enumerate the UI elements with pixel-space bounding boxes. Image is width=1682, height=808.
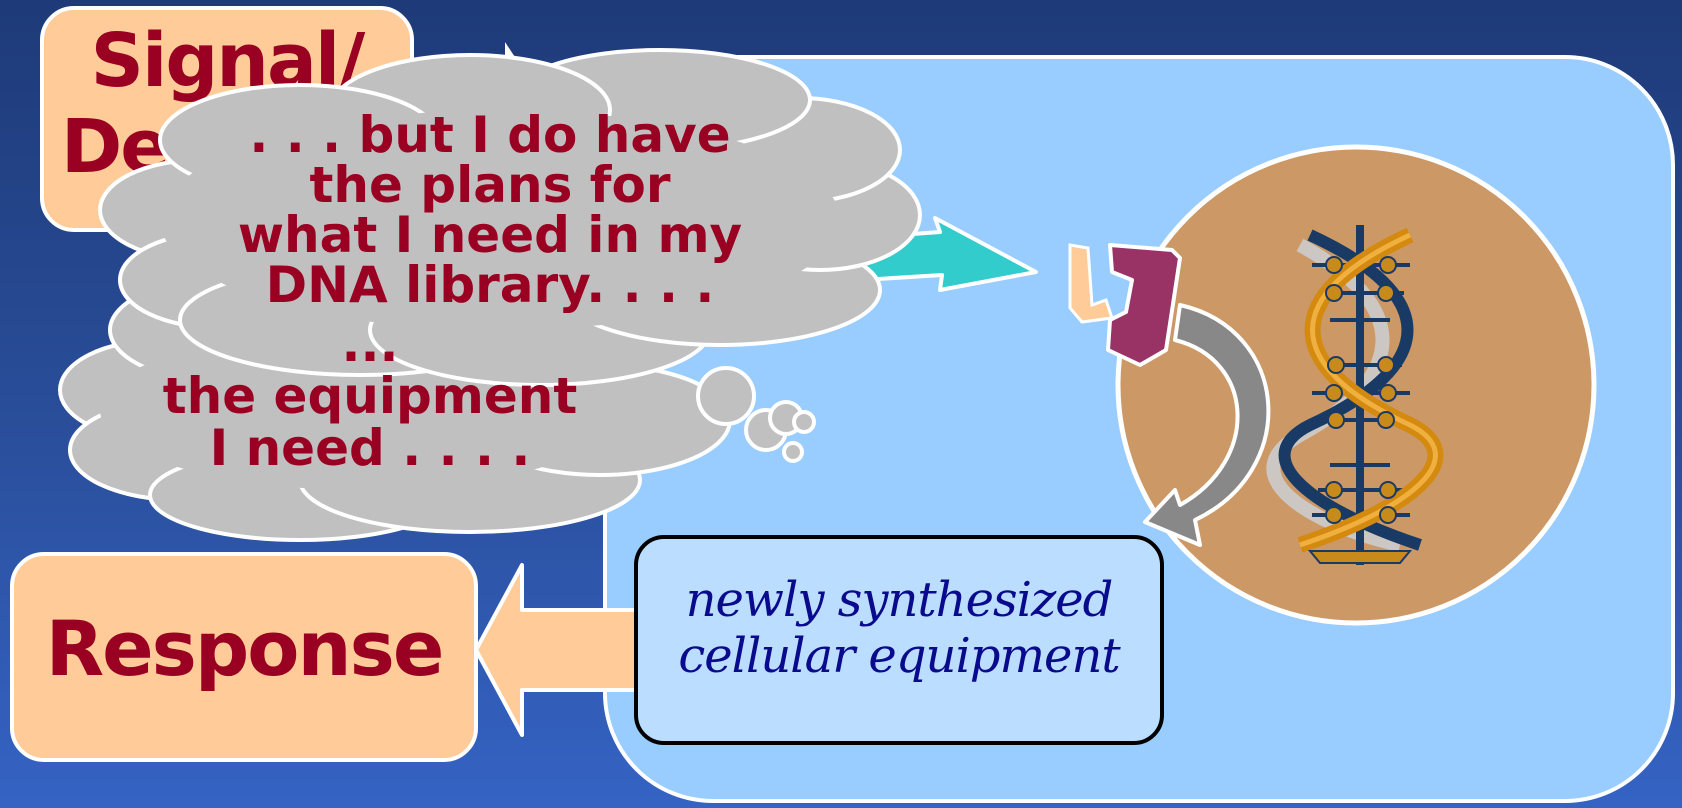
cloud-front-text: . . . but I do have the plans for what I… (180, 110, 800, 310)
cloud-back-text: ... the equipment I need . . . . (100, 318, 640, 474)
response-label: Response (10, 604, 478, 694)
product-label: newly synthesized cellular equipment (634, 572, 1164, 684)
